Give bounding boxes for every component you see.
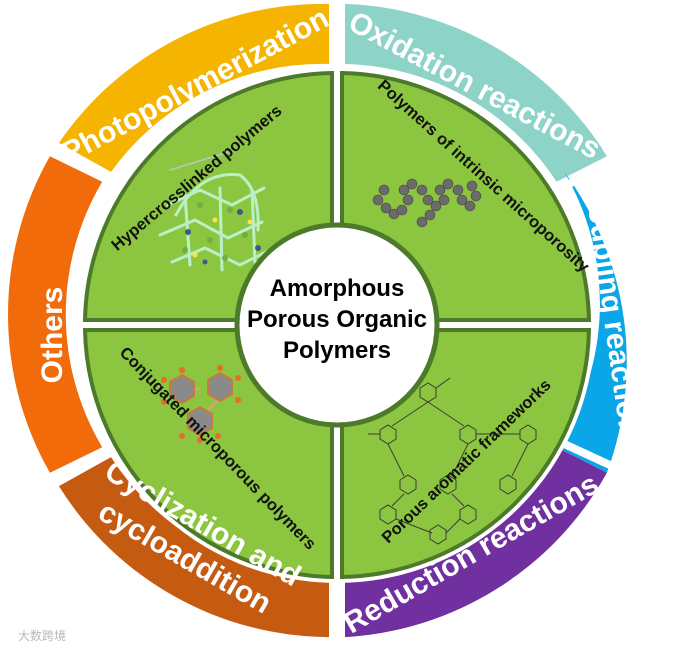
hypercrosslinked-illustration <box>158 149 272 272</box>
ring-segment-oxidation <box>345 3 607 182</box>
ring-label-others: Others <box>36 287 69 384</box>
pim-chain-illustration <box>372 178 482 228</box>
ring-segment-photopolymerization <box>58 3 330 172</box>
center-circle <box>234 222 440 428</box>
center-title-line-1: Amorphous <box>270 275 405 302</box>
ring-segment-coupling <box>556 171 627 473</box>
center-title-line-2: Porous Organic <box>247 306 427 333</box>
cmp-hexagon-illustration <box>161 365 241 443</box>
ring-segment-cyclization <box>58 457 330 638</box>
ring-dividers <box>58 0 614 650</box>
ring-segment-others <box>8 156 103 473</box>
paf-framework-illustration <box>368 377 537 545</box>
center-title-line-3: Polymers <box>283 337 391 364</box>
watermark: 大数跨境 <box>18 628 66 643</box>
